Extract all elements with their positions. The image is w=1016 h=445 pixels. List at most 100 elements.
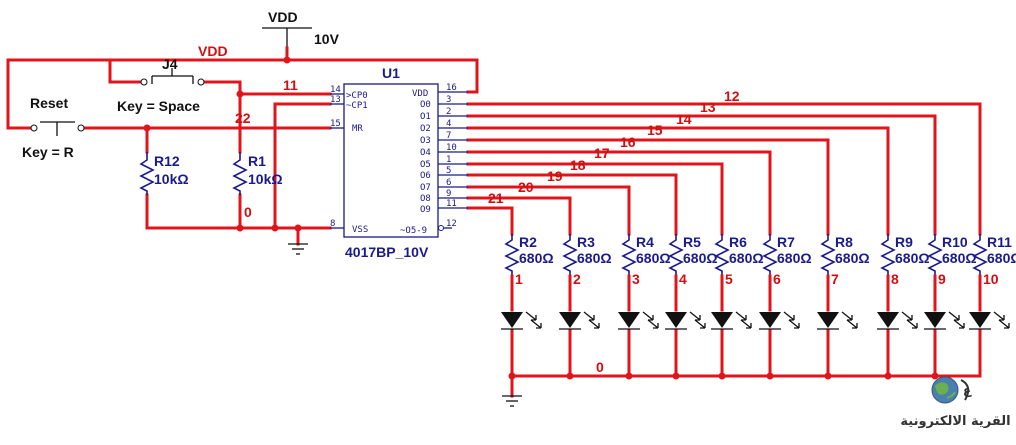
- net-label: 15: [647, 122, 663, 138]
- vdd-value-label: 10V: [314, 31, 340, 47]
- pin-name: O7: [420, 183, 431, 193]
- pin-num: 13: [330, 95, 341, 105]
- light-arrow-icon: [735, 311, 747, 321]
- led-icon: [969, 312, 991, 328]
- net-label: 17: [594, 145, 610, 161]
- ground-symbol-left: [288, 243, 308, 255]
- pin-num: 9: [446, 189, 451, 199]
- light-arrow-icon: [841, 311, 853, 321]
- switch-j4: J4 Key = Space: [117, 56, 205, 114]
- net-label: 20: [518, 179, 534, 195]
- r1-ref: R1: [248, 153, 266, 169]
- net-0-bottom-label: 0: [596, 359, 604, 375]
- net-22-label: 22: [235, 110, 251, 126]
- light-arrow-icon: [948, 311, 960, 321]
- pin-num: 4: [446, 119, 451, 129]
- led-net-label: 2: [573, 271, 581, 287]
- light-arrow-icon: [647, 319, 659, 329]
- light-arrow-icon: [642, 311, 654, 321]
- resistor-r2: [504, 234, 520, 276]
- led-icon: [711, 312, 733, 328]
- led-icon: [759, 312, 781, 328]
- pin-num: 14: [330, 85, 341, 95]
- led-icon: [559, 312, 581, 328]
- net-0-left-label: 0: [244, 204, 252, 220]
- pin-name: O9: [420, 205, 431, 215]
- led-icon: [665, 312, 687, 328]
- led-resistor-ref: R6: [729, 234, 747, 250]
- logo-text: القرية الالكترونية: [900, 414, 1011, 429]
- led-resistor-value: 680Ω: [519, 250, 554, 266]
- resistor-r1: R1 10kΩ: [232, 152, 283, 195]
- light-arrow-icon: [689, 311, 701, 321]
- ic-ref: U1: [382, 65, 400, 81]
- output-net-labels: 12 13 14 15 16 17 18 19 20 21: [488, 88, 740, 206]
- switch-reset: Reset Key = R: [22, 95, 85, 160]
- pin-num: 12: [446, 219, 457, 229]
- r12-ref: R12: [154, 153, 180, 169]
- light-arrow-icon: [583, 311, 595, 321]
- led-icon: [501, 312, 523, 328]
- led-resistor-ref: R3: [577, 234, 595, 250]
- led-net-label: 9: [938, 271, 946, 287]
- light-arrow-icon: [588, 319, 600, 329]
- pin-name: ~CP1: [346, 101, 368, 111]
- resistor-r7: [762, 234, 778, 276]
- net-label: 13: [700, 99, 716, 115]
- pin-num: 8: [330, 219, 335, 229]
- light-arrow-icon: [783, 311, 795, 321]
- resistor-r6: [714, 234, 730, 276]
- led-resistor-value: 680Ω: [777, 250, 812, 266]
- r12-value: 10kΩ: [154, 171, 189, 187]
- net-label: 14: [676, 111, 692, 127]
- pin-num: 11: [446, 199, 457, 209]
- led-resistor-value: 680Ω: [729, 250, 764, 266]
- reset-key-label: Key = R: [22, 144, 74, 160]
- reset-ref: Reset: [30, 95, 68, 111]
- pin-name: >CP0: [346, 91, 368, 101]
- pin-num: 2: [446, 107, 451, 117]
- led-channels: R2680Ω1R3680Ω2R4680Ω3R5680Ω4R6680Ω5R7680…: [501, 234, 1016, 378]
- net-label: 16: [620, 134, 636, 150]
- net-11-label: 11: [283, 77, 298, 93]
- light-arrow-icon: [906, 319, 918, 329]
- light-arrow-icon: [740, 319, 752, 329]
- led-icon: [924, 312, 946, 328]
- led-resistor-ref: R4: [636, 234, 654, 250]
- pin-name: VSS: [352, 225, 368, 235]
- pin-name: VDD: [412, 89, 428, 99]
- resistor-r9: [880, 234, 896, 276]
- net-label: 18: [570, 157, 586, 173]
- led-resistor-value: 680Ω: [577, 250, 612, 266]
- light-arrow-icon: [694, 319, 706, 329]
- pin-name: O6: [420, 171, 431, 181]
- j4-key-label: Key = Space: [117, 98, 200, 114]
- led-resistor-ref: R8: [835, 234, 853, 250]
- led-net-label: 5: [725, 271, 733, 287]
- led-net-label: 8: [891, 271, 899, 287]
- pin-name: O2: [420, 124, 431, 134]
- pin-num: 6: [446, 178, 451, 188]
- pin-num: 16: [446, 83, 457, 93]
- led-net-label: 3: [632, 271, 640, 287]
- vdd-source-label: VDD: [268, 9, 298, 25]
- vdd-source: VDD 10V: [262, 9, 340, 48]
- light-arrow-icon: [993, 311, 1005, 321]
- vdd-net-label: VDD: [198, 43, 228, 59]
- led-icon: [817, 312, 839, 328]
- led-net-label: 4: [679, 271, 687, 287]
- led-resistor-ref: R2: [519, 234, 537, 250]
- pin-num: 10: [446, 143, 457, 153]
- pin-num: 1: [446, 155, 451, 165]
- led-resistor-value: 680Ω: [636, 250, 671, 266]
- led-net-label: 7: [831, 271, 839, 287]
- logo: ع: [925, 372, 985, 412]
